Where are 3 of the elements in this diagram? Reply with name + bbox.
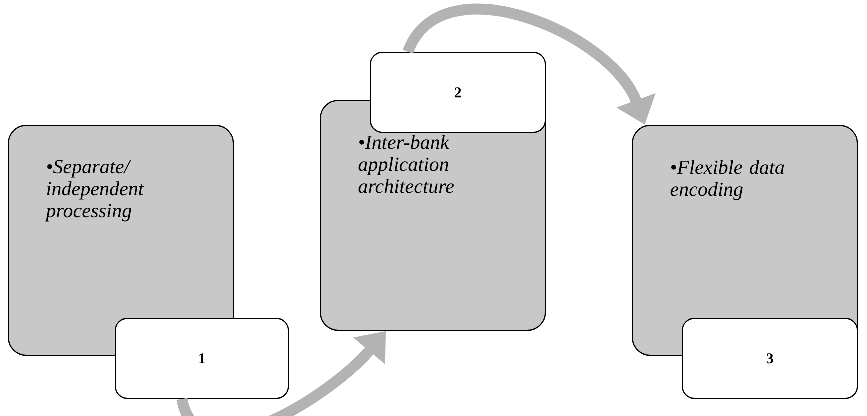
number-box: 1	[115, 318, 290, 400]
number-box: 2	[370, 52, 546, 134]
number-box: 3	[682, 318, 858, 400]
